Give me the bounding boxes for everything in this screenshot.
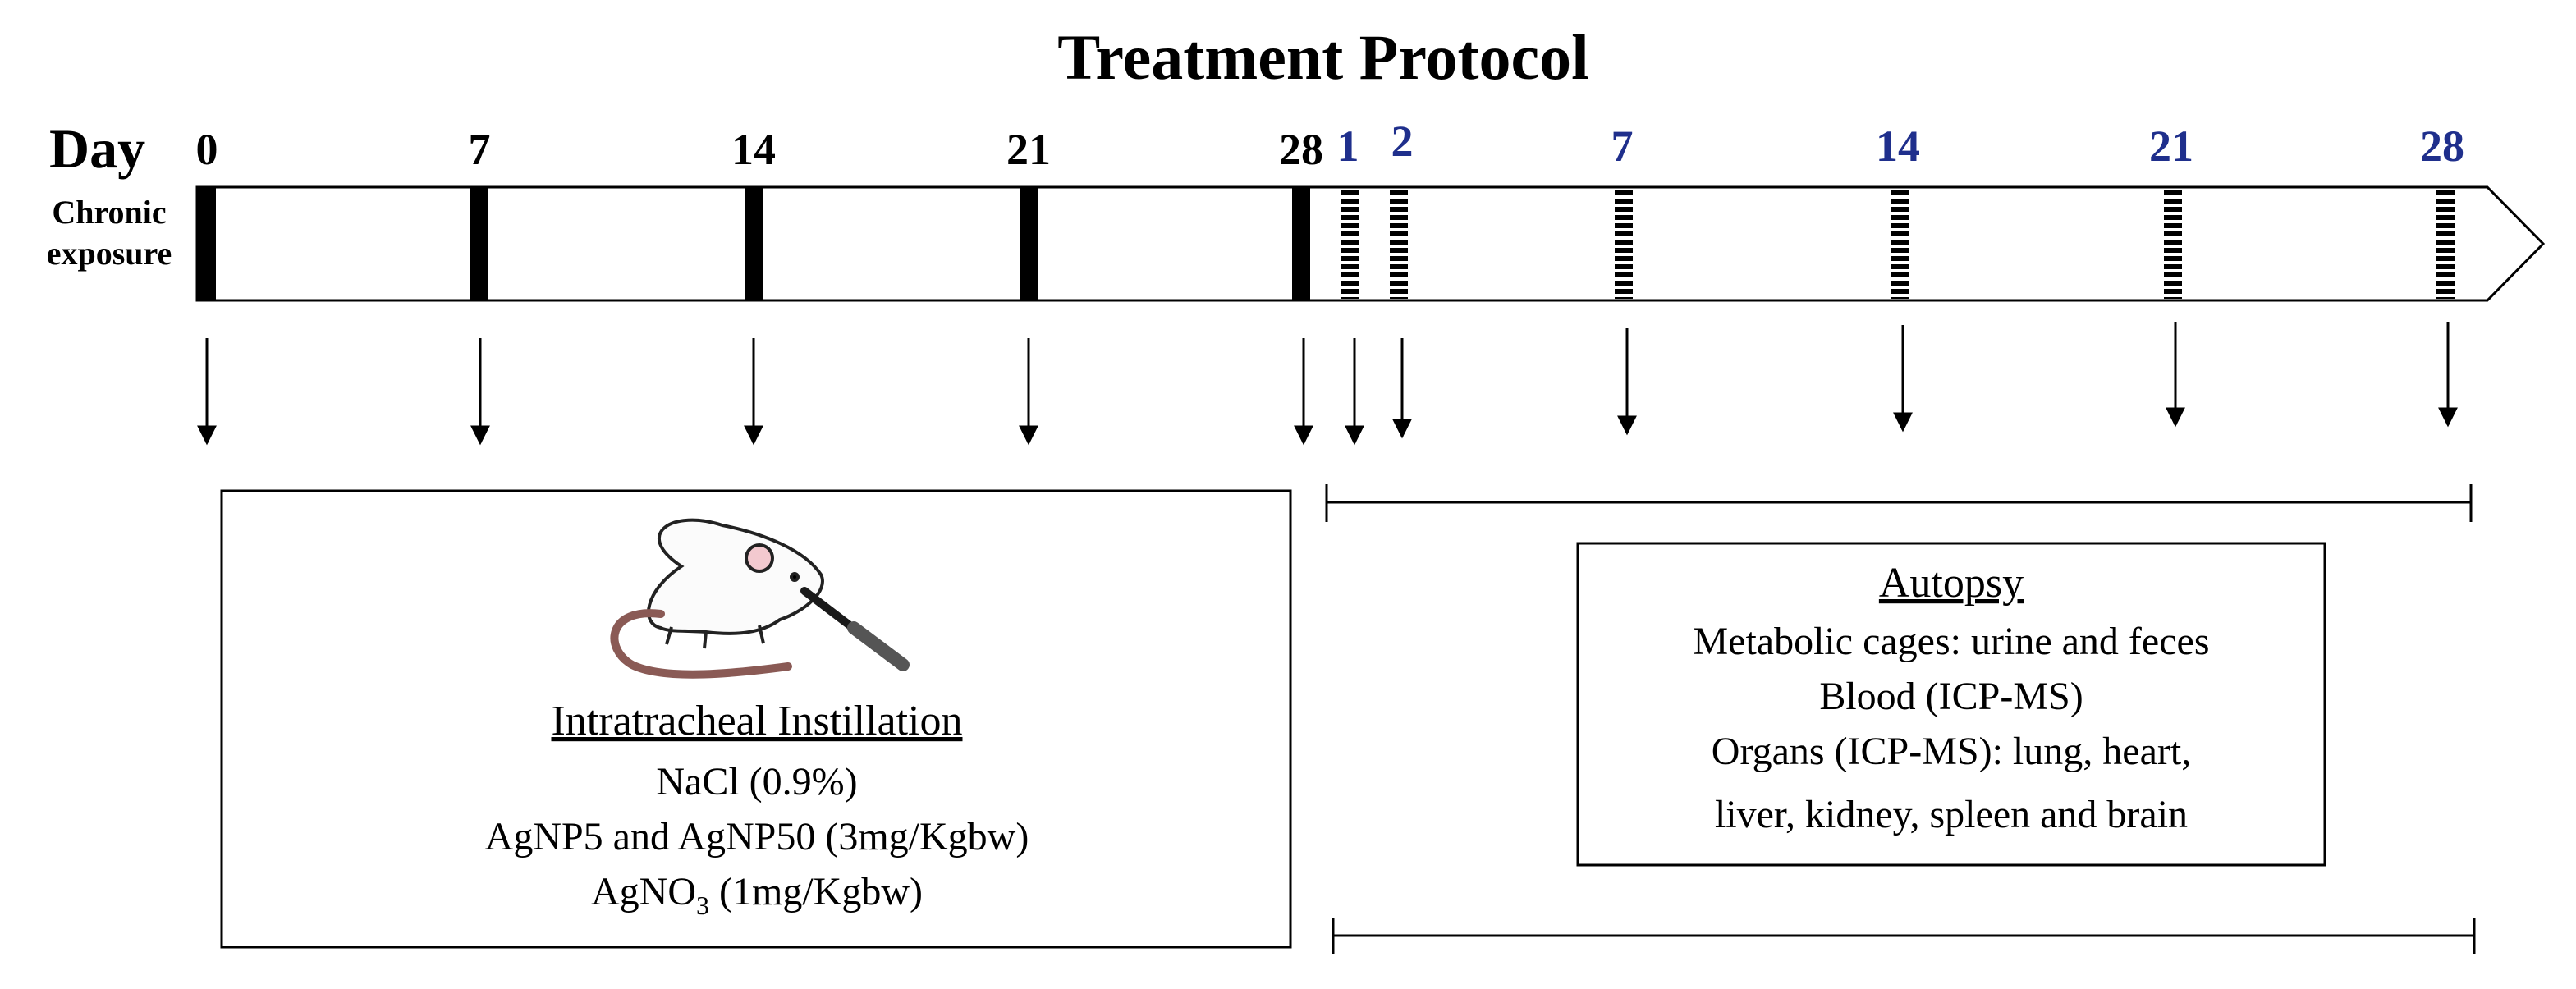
followup-tick-28: 28 bbox=[2420, 121, 2464, 171]
autopsy-box bbox=[1576, 542, 2326, 867]
followup-tick-21: 21 bbox=[2149, 121, 2193, 171]
exposure-label: exposure bbox=[47, 235, 172, 272]
exposure-mark bbox=[1292, 188, 1310, 300]
instillation-line-2: AgNP5 and AgNP50 (3mg/Kgbw) bbox=[485, 815, 1029, 859]
followup-marks bbox=[1341, 190, 2455, 299]
day-label: Day bbox=[49, 117, 145, 180]
day-tick-7: 7 bbox=[469, 125, 491, 174]
followup-tick-1: 1 bbox=[1337, 121, 1359, 171]
exposure-mark bbox=[470, 188, 488, 300]
instillation-heading: Intratracheal Instillation bbox=[551, 698, 962, 744]
day-tick-0: 0 bbox=[196, 125, 218, 174]
diagram-title: Treatment Protocol bbox=[1057, 21, 1589, 93]
day-tick-21: 21 bbox=[1006, 125, 1051, 174]
timeline-bar bbox=[195, 185, 2546, 302]
autopsy-heading: Autopsy bbox=[1879, 560, 2024, 607]
exposure-mark bbox=[1020, 188, 1038, 300]
instillation-line-3-pre: AgNO bbox=[591, 870, 696, 913]
autopsy-line-4: liver, kidney, spleen and brain bbox=[1715, 793, 2188, 836]
instillation-line-3-post: (1mg/Kgbw) bbox=[709, 870, 923, 913]
followup-tick-14: 14 bbox=[1876, 121, 1920, 171]
autopsy-line-3: Organs (ICP-MS): lung, heart, bbox=[1712, 730, 2191, 773]
autopsy-line-1: Metabolic cages: urine and feces bbox=[1693, 620, 2209, 663]
followup-tick-2: 2 bbox=[1391, 117, 1414, 166]
instillation-line-3: AgNO3 (1mg/Kgbw) bbox=[591, 870, 923, 920]
day-tick-28: 28 bbox=[1279, 125, 1323, 174]
exposure-mark bbox=[198, 188, 216, 300]
instillation-line-3-sub: 3 bbox=[696, 891, 709, 920]
mouse-icon bbox=[610, 518, 824, 679]
syringe-icon bbox=[800, 587, 910, 671]
followup-bracket-top bbox=[1325, 484, 2473, 522]
chronic-label: Chronic bbox=[52, 194, 166, 231]
day-tick-14: 14 bbox=[731, 125, 776, 174]
down-arrows bbox=[197, 322, 2458, 446]
followup-tick-7: 7 bbox=[1611, 121, 1634, 171]
followup-bracket-bottom bbox=[1332, 918, 2476, 954]
exposure-mark bbox=[745, 188, 763, 300]
autopsy-line-2: Blood (ICP-MS) bbox=[1819, 675, 2083, 718]
instillation-line-1: NaCl (0.9%) bbox=[656, 760, 857, 804]
